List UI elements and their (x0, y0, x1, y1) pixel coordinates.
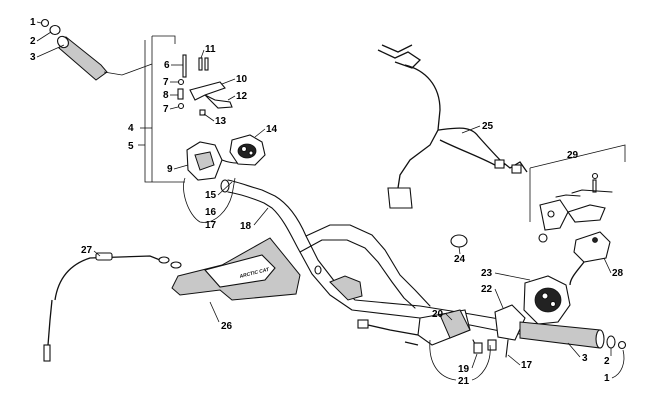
callout-10: 10 (236, 74, 248, 85)
callout-26: 26 (221, 321, 233, 332)
callout-9: 9 (167, 164, 173, 175)
callout-24: 24 (454, 254, 466, 265)
callout-12: 12 (236, 91, 248, 102)
callout-2-bottom: 2 (604, 356, 610, 367)
sleeve (177, 88, 184, 100)
callout-13: 13 (215, 116, 227, 127)
throttle-lever (189, 81, 226, 101)
right-grip-washer (606, 335, 616, 349)
callout-21: 21 (458, 376, 470, 387)
left-grip-washer (49, 24, 61, 36)
callout-22: 22 (481, 284, 493, 295)
snap-ring (450, 234, 468, 248)
handlebar-clamp (329, 275, 363, 301)
callout-1-bottom: 1 (604, 373, 610, 384)
callout-20: 20 (432, 309, 444, 320)
callout-7-b: 7 (163, 104, 169, 115)
callout-18: 18 (240, 221, 252, 232)
callout-3-top: 3 (30, 52, 36, 63)
callout-29: 29 (567, 150, 579, 161)
handlebar (220, 179, 521, 335)
callout-8: 8 (163, 90, 169, 101)
bushing-bottom (177, 102, 185, 110)
handlebar-pad: ARCTIC CAT (171, 237, 301, 301)
callout-labels: 1 2 3 4 5 6 11 7 10 8 12 7 13 14 9 15 16… (30, 17, 625, 387)
callout-3-bottom: 3 (582, 353, 588, 364)
callout-19: 19 (458, 364, 470, 375)
callout-16: 16 (205, 207, 217, 218)
callout-7-a: 7 (163, 77, 169, 88)
spring (199, 109, 206, 116)
heater-wire-block (357, 309, 497, 354)
callout-14: 14 (266, 124, 278, 135)
throttle-lever-parts (177, 54, 233, 116)
callout-27: 27 (81, 245, 93, 256)
callout-28: 28 (612, 268, 624, 279)
callout-25: 25 (482, 121, 494, 132)
start-kill-switch (229, 134, 266, 166)
left-grip-assembly (40, 18, 153, 81)
small-screw (198, 57, 203, 71)
throttle-cable (43, 252, 182, 362)
callout-11: 11 (205, 44, 216, 55)
right-grip-assembly (519, 321, 627, 350)
callout-15: 15 (205, 190, 217, 201)
connector-19 (473, 342, 483, 354)
left-grip-screw (40, 18, 50, 28)
callout-5: 5 (128, 141, 134, 152)
callout-2-top: 2 (30, 36, 36, 47)
callout-23: 23 (481, 268, 493, 279)
callout-17-left: 17 (205, 220, 217, 231)
throttle-bracket-frame (138, 35, 185, 183)
callout-4: 4 (128, 123, 134, 134)
lever-plate (204, 94, 233, 109)
callout-1-top: 1 (30, 17, 36, 28)
throttle-housing (183, 141, 253, 223)
mount-bracket-group (529, 144, 626, 243)
bushing-top (177, 78, 185, 86)
heat-control-switch (569, 231, 611, 286)
pivot-bolt (182, 54, 187, 78)
callout-6: 6 (164, 60, 170, 71)
wiring-harness (377, 44, 528, 209)
right-hand-grip (519, 321, 601, 349)
callout-17-right: 17 (521, 360, 533, 371)
right-grip-screw (617, 340, 627, 350)
right-control-housing (494, 275, 571, 341)
